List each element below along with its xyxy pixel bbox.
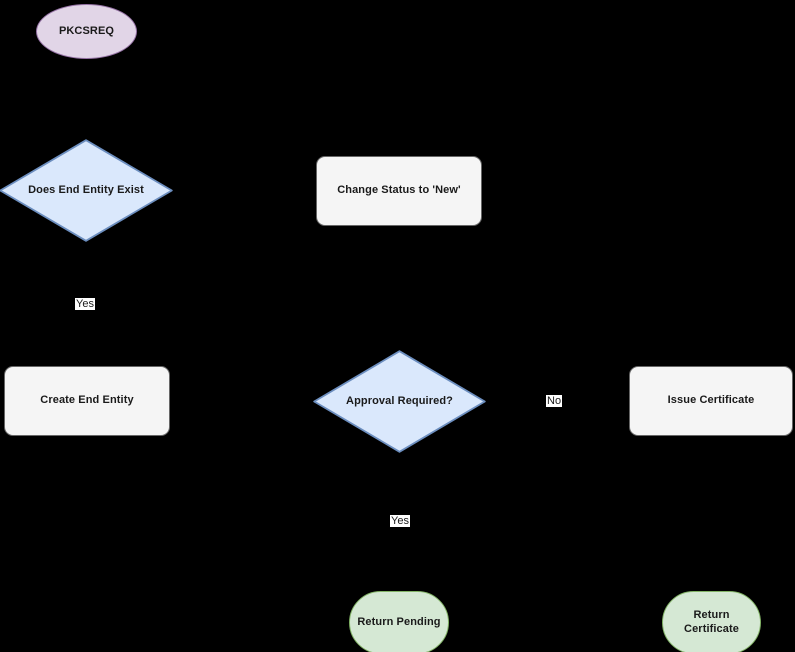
node-create-end-entity[interactable]: Create End Entity (4, 366, 170, 436)
node-issue-certificate-label: Issue Certificate (667, 394, 755, 407)
edge-label-approval-yes: Yes (390, 515, 410, 527)
node-return-pending[interactable]: Return Pending (349, 591, 449, 652)
node-return-pending-label: Return Pending (357, 615, 441, 628)
diamond-shape-icon (313, 350, 486, 453)
node-does-end-entity-exist-label: Does End Entity Exist (28, 183, 144, 196)
diamond-shape-icon (0, 139, 173, 242)
node-approval-required-label: Approval Required? (346, 394, 453, 407)
node-return-certificate[interactable]: Return Certificate (662, 591, 761, 652)
node-change-status-to-new[interactable]: Change Status to 'New' (316, 156, 482, 226)
edge-label-does-end-entity-exist-yes: Yes (75, 298, 95, 310)
node-does-end-entity-exist[interactable]: Does End Entity Exist (0, 139, 173, 242)
edge-label-approval-no: No (546, 395, 563, 407)
node-issue-certificate[interactable]: Issue Certificate (629, 366, 793, 436)
node-pkcsreq[interactable]: PKCSREQ (36, 4, 137, 59)
node-approval-required[interactable]: Approval Required? (313, 350, 486, 453)
node-pkcsreq-label: PKCSREQ (58, 24, 115, 37)
node-return-certificate-label-line2: Certificate (684, 622, 739, 635)
node-return-certificate-label-line1: Return (693, 608, 730, 621)
node-change-status-to-new-label: Change Status to 'New' (337, 184, 461, 197)
node-create-end-entity-label: Create End Entity (40, 394, 134, 407)
